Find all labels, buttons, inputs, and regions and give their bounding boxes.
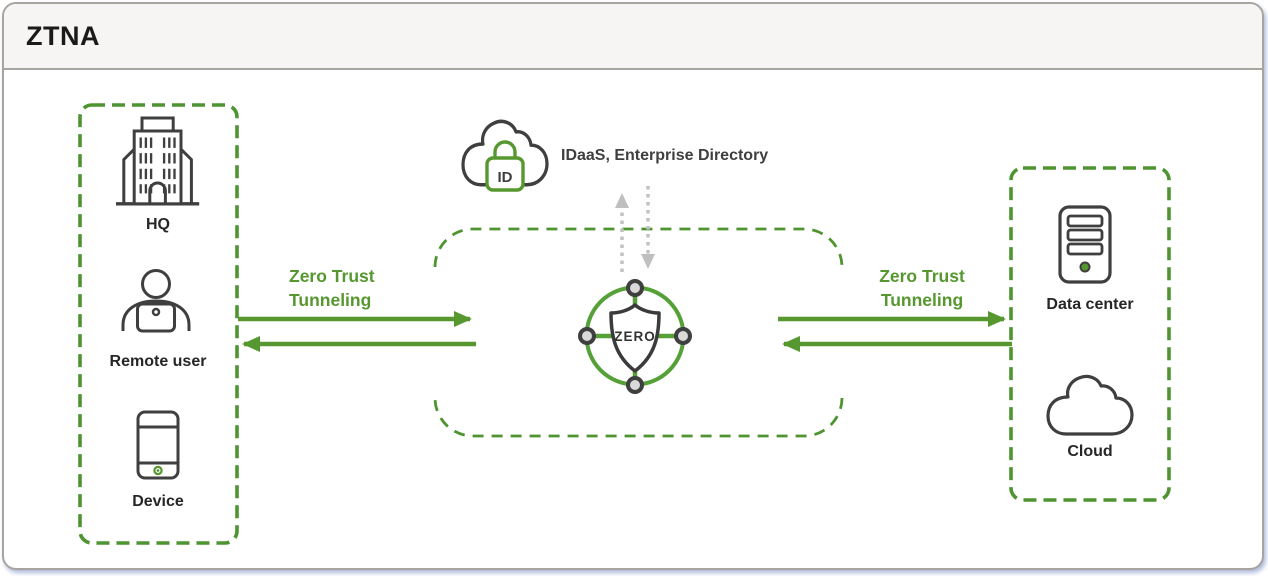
person-laptop-icon bbox=[121, 269, 191, 333]
server-icon bbox=[1058, 205, 1112, 284]
cloud-label: Cloud bbox=[1067, 443, 1113, 460]
smartphone-icon bbox=[136, 410, 180, 480]
cloud-icon bbox=[1046, 374, 1134, 436]
hq-label: HQ bbox=[146, 216, 170, 233]
cloud-identity-lock-icon: ID bbox=[461, 119, 549, 192]
remote-user-label: Remote user bbox=[109, 353, 207, 370]
lock-id-text: ID bbox=[498, 169, 513, 186]
page-title: ZTNA bbox=[26, 20, 100, 51]
right-tunnel-label: Zero Trust Tunneling bbox=[879, 266, 965, 311]
device-label: Device bbox=[132, 493, 184, 510]
hub-nodes bbox=[578, 279, 692, 394]
tunnel-arrows bbox=[238, 311, 1012, 352]
data-center-label: Data center bbox=[1046, 296, 1134, 313]
destination-panel-border bbox=[1009, 166, 1171, 502]
building-icon bbox=[116, 116, 200, 206]
zero-trust-hub-icon: ZERO bbox=[578, 279, 692, 394]
shield-zero-text: ZERO bbox=[614, 329, 656, 344]
title-bar: ZTNA bbox=[4, 4, 1262, 70]
shield-icon bbox=[609, 303, 661, 373]
identity-exchange-arrows bbox=[615, 186, 655, 272]
source-panel-border bbox=[78, 103, 239, 545]
idaas-label: IDaaS, Enterprise Directory bbox=[561, 147, 769, 164]
trust-zone-border bbox=[433, 227, 844, 438]
left-tunnel-label: Zero Trust Tunneling bbox=[289, 266, 375, 311]
